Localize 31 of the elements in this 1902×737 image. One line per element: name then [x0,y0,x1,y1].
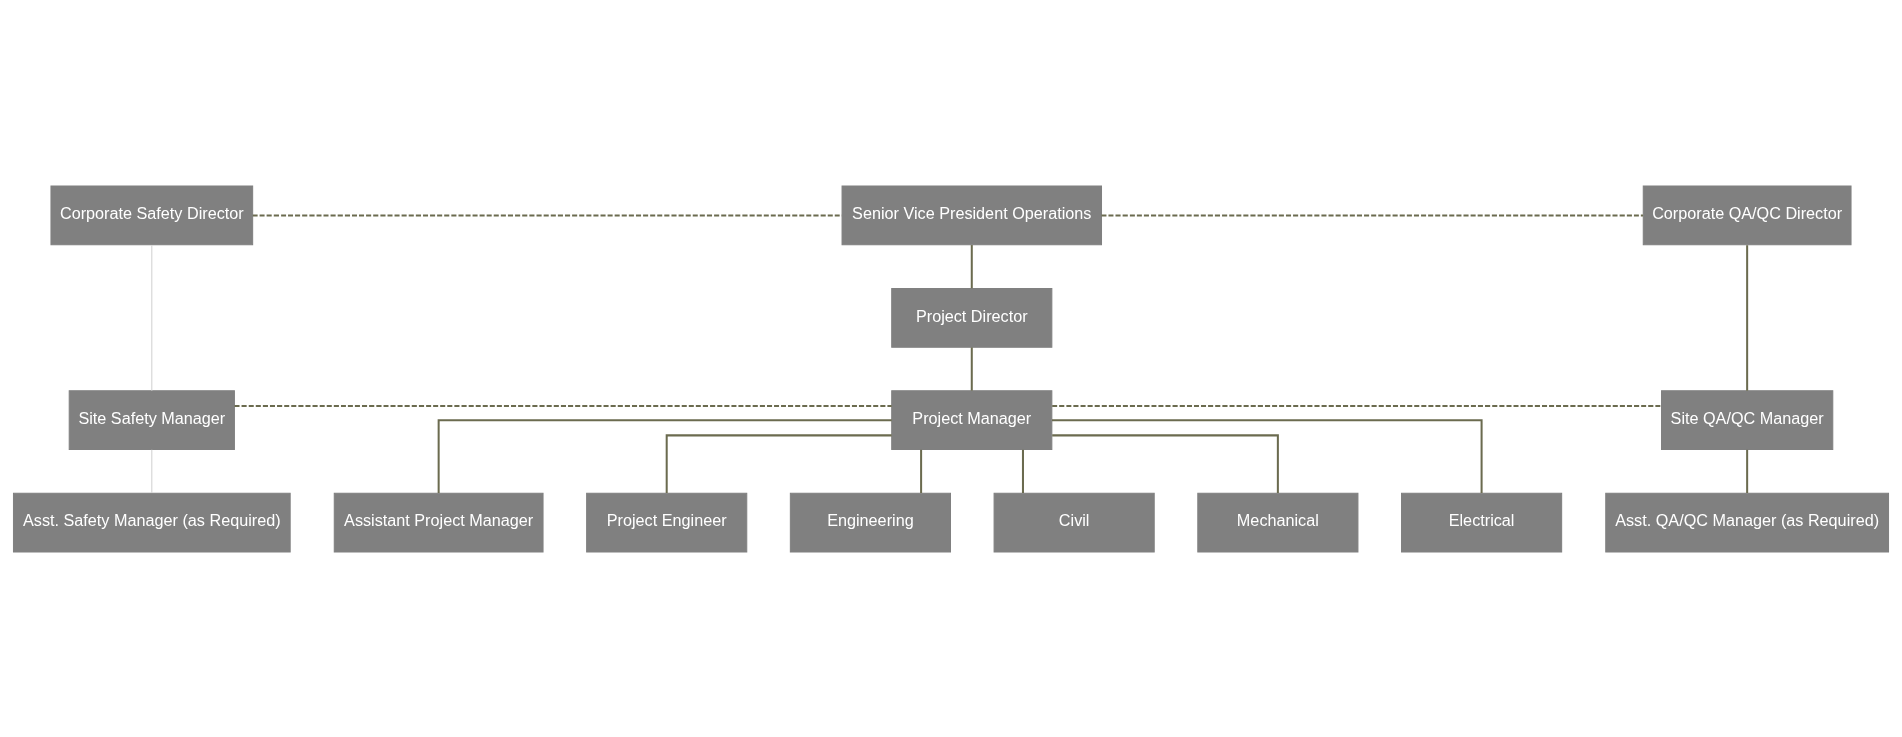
connector [1021,449,1024,493]
node-box: Corporate Safety Director [50,185,254,245]
node-box: Site Safety Manager [68,389,235,450]
node-box: Electrical [1401,492,1563,552]
node-box: Project Director [891,287,1053,348]
connector [1746,244,1749,391]
connector [234,404,892,407]
connector [151,448,153,493]
node-box: Project Engineer [586,492,748,552]
connector [1052,404,1662,407]
node-box: Engineering [789,492,951,552]
node-box: Senior Vice President Operations [841,185,1102,245]
connector [970,244,973,288]
connector [151,244,153,391]
connector [970,346,973,391]
node-box: Mechanical [1197,492,1359,552]
connector [1101,213,1644,216]
connector [252,213,842,216]
node-box: Asst. QA/QC Manager (as Required) [1605,492,1890,552]
node-box: Asst. Safety Manager (as Required) [12,492,291,552]
node-box: Project Manager [891,389,1053,450]
connector [1052,433,1279,493]
node-box: Assistant Project Manager [333,492,544,552]
node-box: Civil [993,492,1155,552]
node-box: Corporate QA/QC Director [1642,185,1852,245]
connector [665,433,892,493]
connector [920,449,923,493]
connector [1746,449,1749,493]
connector [437,418,892,493]
node-box: Site QA/QC Manager [1661,389,1834,450]
connector [1052,418,1483,493]
